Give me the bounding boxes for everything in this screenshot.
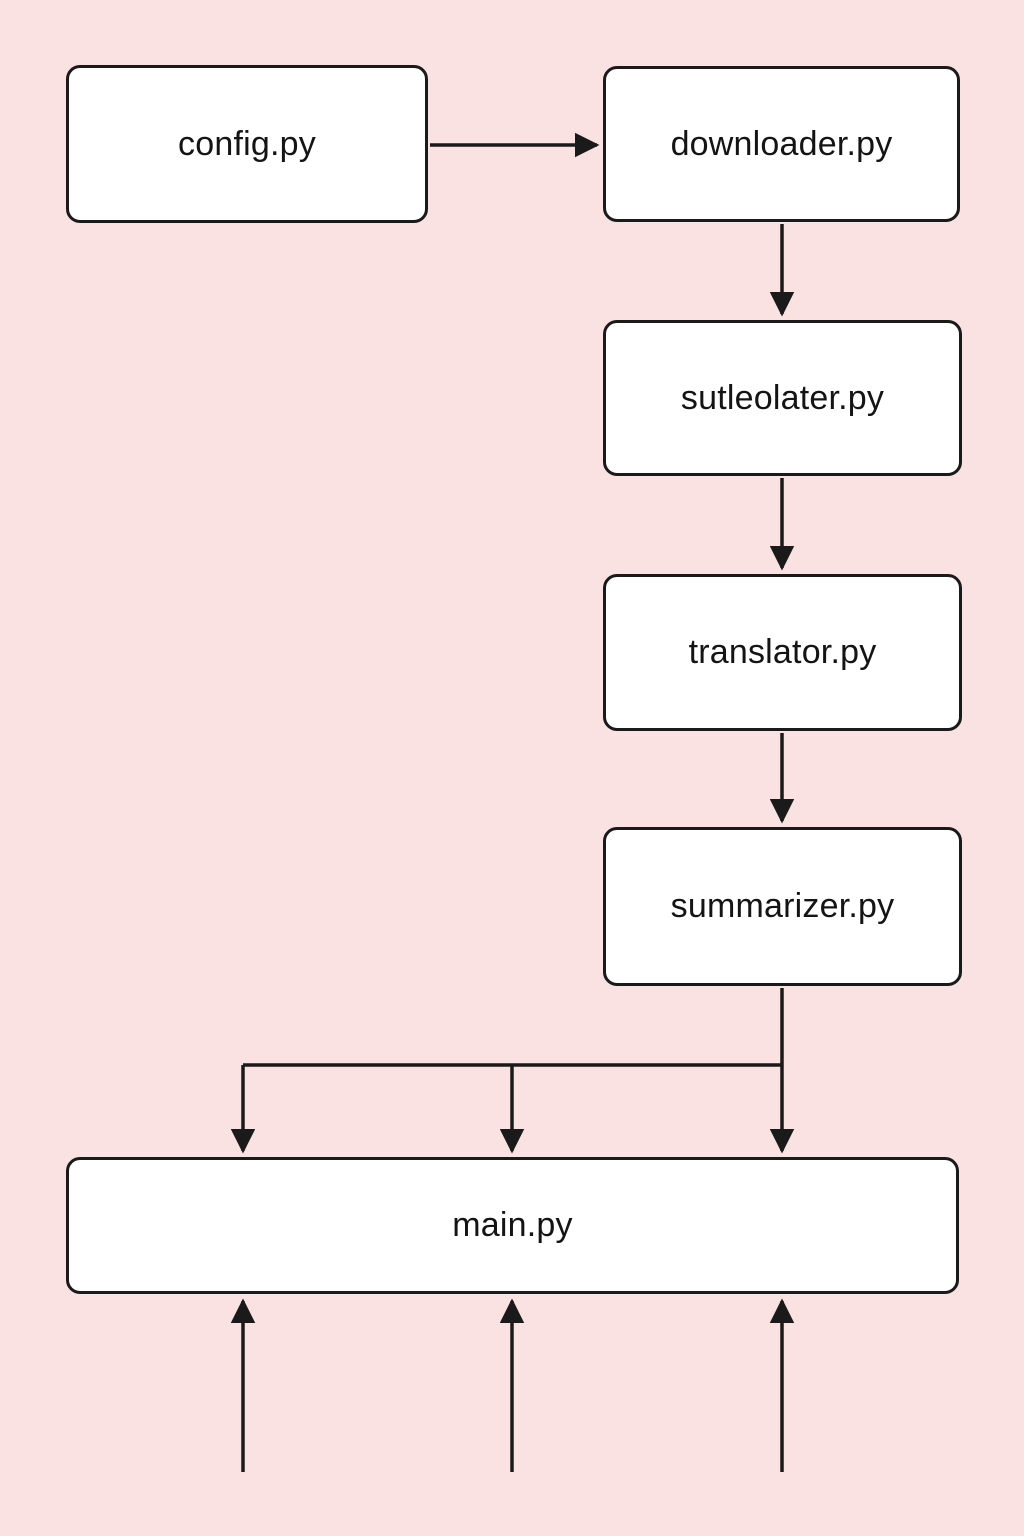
node-main: main.py [66, 1157, 959, 1294]
node-config-label: config.py [178, 124, 316, 163]
node-main-label: main.py [452, 1206, 573, 1244]
node-summarizer-label: summarizer.py [670, 887, 895, 925]
node-sutleolater: sutleolater.py [603, 320, 962, 476]
node-downloader: downloader.py [603, 66, 960, 222]
node-sutleolater-label: sutleolater.py [680, 378, 885, 417]
node-summarizer: summarizer.py [603, 827, 962, 986]
node-translator: translator.py [603, 574, 962, 731]
node-translator-label: translator.py [688, 633, 877, 671]
node-downloader-label: downloader.py [670, 124, 893, 163]
node-config: config.py [66, 65, 428, 223]
